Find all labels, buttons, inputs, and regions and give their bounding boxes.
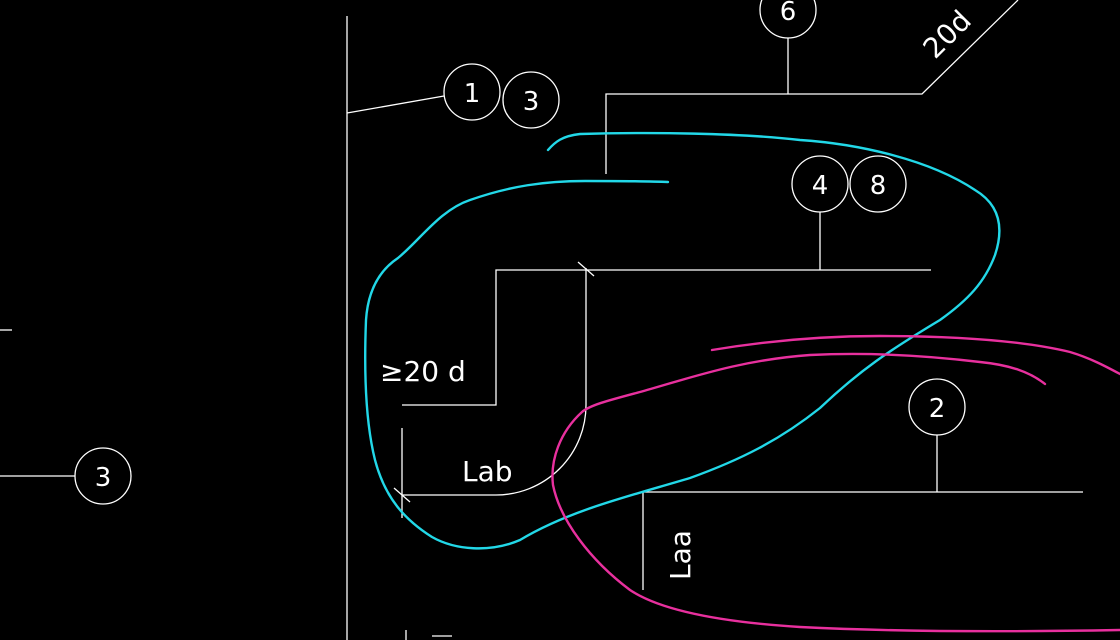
svg-text:4: 4 — [812, 171, 829, 201]
dim-text-min-20d: ≥20 d — [380, 355, 466, 388]
callout-bubble-6: 6 — [759, 0, 817, 39]
svg-text:3: 3 — [95, 463, 112, 493]
leader-bubble-1 — [346, 95, 445, 114]
middle-rebar-line — [402, 269, 931, 406]
dim-text-laa: Laa — [664, 530, 697, 580]
lower-bent-rebar — [402, 268, 587, 496]
magenta-markup-loop — [710, 334, 1120, 376]
svg-text:2: 2 — [929, 394, 946, 424]
cyan-markup-loop — [363, 131, 1001, 550]
svg-text:8: 8 — [870, 171, 887, 201]
svg-text:1: 1 — [464, 79, 481, 109]
dim-text-lab: Lab — [462, 455, 513, 488]
callout-bubble-3-left: 3 — [74, 447, 132, 505]
callout-bubble-3-top: 3 — [502, 71, 560, 129]
dim-text-20d-slope: 20d — [917, 4, 978, 65]
callout-bubble-8: 8 — [849, 155, 907, 213]
svg-text:6: 6 — [780, 0, 797, 27]
magenta-markup-curve — [551, 352, 1120, 633]
callout-bubble-1: 1 — [443, 63, 501, 121]
callout-bubble-4: 4 — [791, 155, 849, 213]
tick-mark-top — [577, 261, 595, 277]
svg-text:3: 3 — [523, 87, 540, 117]
callout-bubble-2: 2 — [908, 378, 966, 436]
